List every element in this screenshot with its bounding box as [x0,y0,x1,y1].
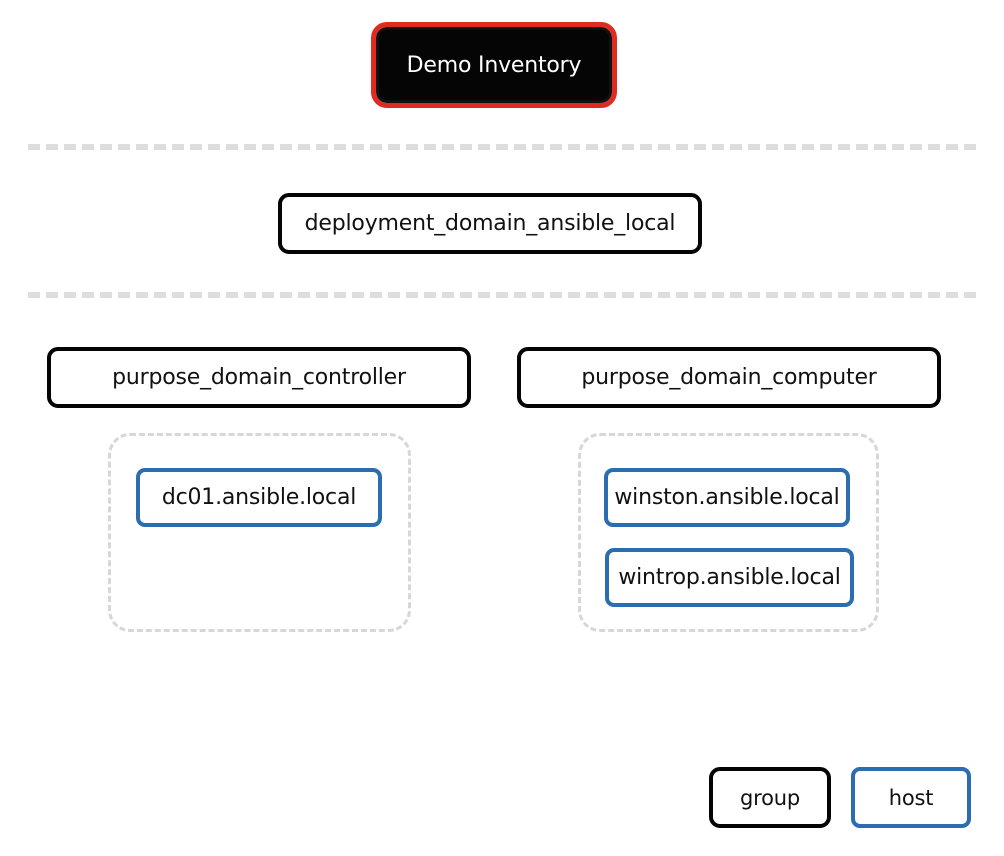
node-purpose-domain-controller[interactable]: purpose_domain_controller [47,347,471,408]
rank-separator-1 [28,144,976,150]
node-host-winston-label: winston.ansible.local [614,485,840,510]
node-purpose-domain-computer-label: purpose_domain_computer [581,365,877,390]
legend-host-swatch: host [851,767,971,828]
legend-group-swatch: group [709,767,831,828]
node-deployment-domain-ansible-local[interactable]: deployment_domain_ansible_local [278,193,702,254]
legend-group-label: group [740,785,800,810]
cluster-domain-computer [578,433,879,632]
node-purpose-domain-computer[interactable]: purpose_domain_computer [517,347,941,408]
node-demo-inventory[interactable]: Demo Inventory [371,22,617,108]
legend-host-label: host [888,785,934,810]
cluster-domain-controller [108,433,411,632]
node-host-wintrop-label: wintrop.ansible.local [618,565,841,590]
node-host-dc01[interactable]: dc01.ansible.local [136,468,382,527]
node-host-winston[interactable]: winston.ansible.local [604,468,850,527]
node-host-dc01-label: dc01.ansible.local [161,485,357,510]
node-purpose-domain-controller-label: purpose_domain_controller [112,365,406,390]
node-demo-inventory-label: Demo Inventory [406,52,582,78]
rank-separator-2 [28,292,976,298]
node-deployment-domain-ansible-local-label: deployment_domain_ansible_local [304,211,676,236]
node-host-wintrop[interactable]: wintrop.ansible.local [605,548,854,607]
